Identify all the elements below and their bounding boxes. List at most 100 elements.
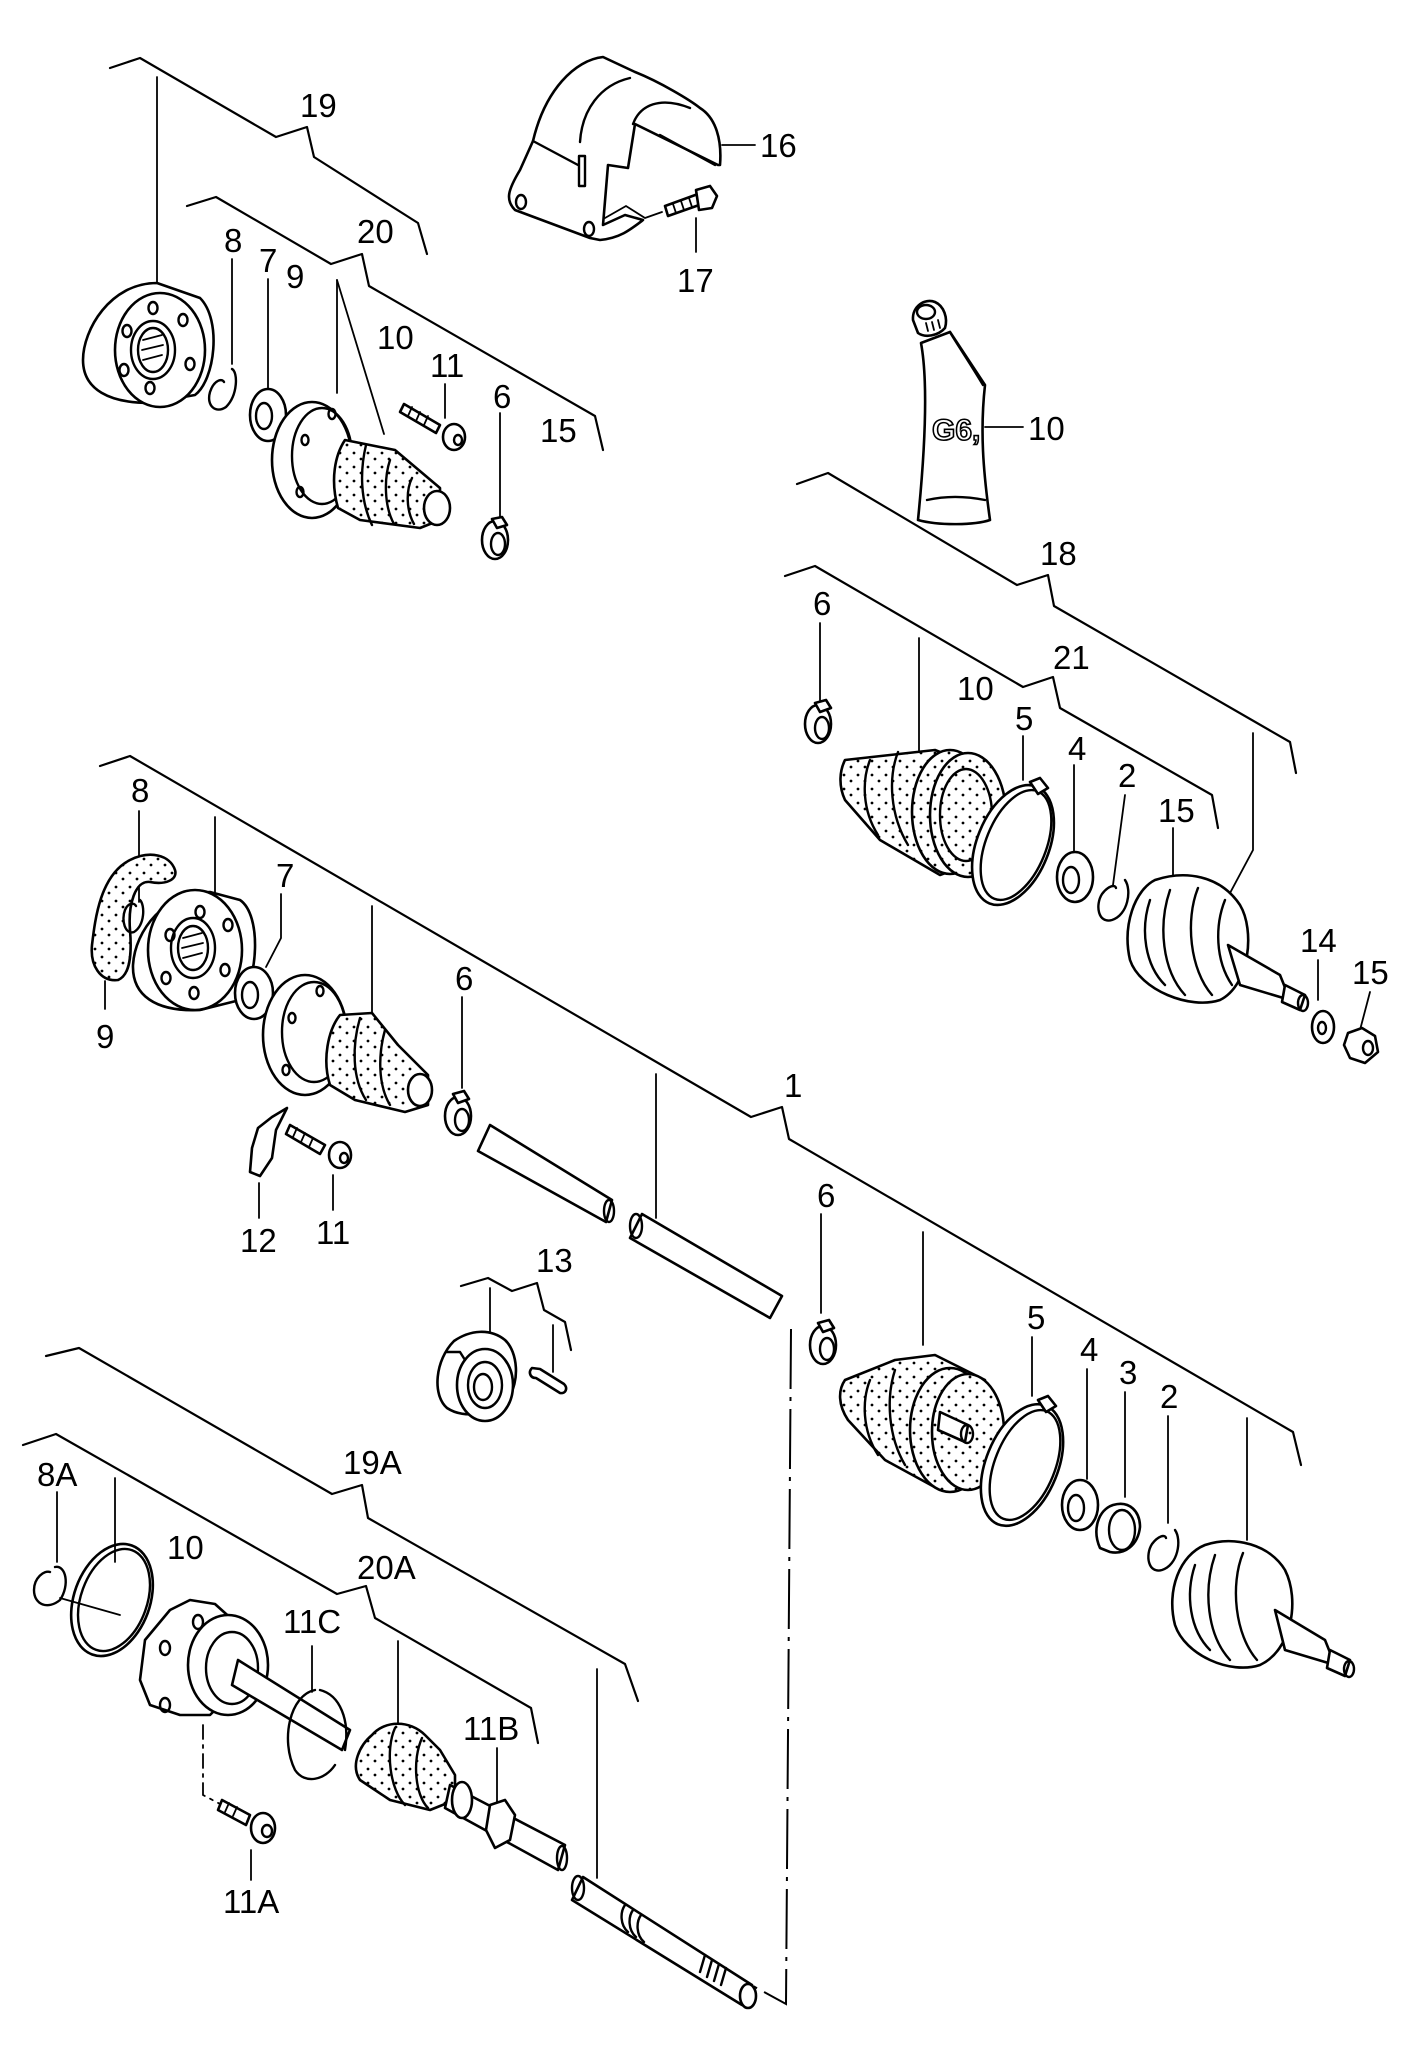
callout-10-tube: 10: [1028, 410, 1065, 447]
lock-plate-icon: [248, 1106, 289, 1178]
o-ring-icon: [59, 1542, 155, 1658]
clamp-ring-icon: [970, 776, 1056, 907]
callout-6-lower: 6: [817, 1177, 835, 1214]
circlip-icon: [207, 367, 238, 411]
bracket-13: [459, 1276, 573, 1352]
washer-icon: [248, 387, 288, 443]
leader-7-mid: [265, 893, 282, 968]
callout-5-lower: 5: [1027, 1299, 1045, 1336]
cv-joint-coupling-icon: [81, 281, 215, 409]
thrust-cup-icon: [1095, 1502, 1142, 1554]
callout-6-right: 6: [813, 585, 831, 622]
bolt-icon: [398, 402, 467, 452]
callout-20A: 20A: [357, 1549, 416, 1586]
hose-clamp-icon: [443, 1089, 473, 1137]
leader-15-nut: [1359, 991, 1371, 1031]
bracket-19: [108, 56, 429, 256]
hose-clamp-icon: [803, 698, 833, 745]
leader-11A-dash: [202, 1724, 223, 1806]
hose-clamp-icon: [480, 515, 510, 561]
group-19-20-inner-joint-kit: 19 20 8 7 9 10 11 6 15: [81, 56, 605, 561]
callout-19A: 19A: [343, 1444, 402, 1481]
grease-tube-icon: [916, 330, 992, 526]
callout-3-lower: 3: [1119, 1354, 1137, 1391]
shaft-section-icon: [476, 1123, 614, 1224]
callout-8-mid: 8: [131, 772, 149, 809]
group-heat-shield: 16 17: [507, 55, 797, 299]
hose-clamp-icon: [808, 1318, 838, 1366]
boot-icon: [354, 1722, 457, 1812]
callout-19: 19: [300, 87, 337, 124]
bracket-20A: [21, 1432, 540, 1745]
group-18-21-outer-joint-kit: 18 21 6 10 5 4 2 15 14 15: [783, 471, 1389, 1065]
centerline: [752, 1328, 792, 2006]
flange-boot-icon: [270, 400, 452, 530]
bolt-icon: [663, 184, 719, 218]
bracket-21: [783, 564, 1220, 830]
hole-icon: [582, 220, 596, 238]
callout-8A: 8A: [37, 1456, 77, 1493]
washer-icon: [233, 965, 275, 1021]
circlip-icon: [1097, 878, 1130, 922]
callout-15: 15: [540, 412, 577, 449]
callout-11A: 11A: [223, 1883, 279, 1920]
circlip-icon: [122, 898, 145, 934]
callout-2-right: 2: [1118, 757, 1136, 794]
grease-tube-label: G6,: [932, 414, 980, 447]
flange-boot-icon: [261, 973, 434, 1114]
group-grease-tube: G6, 10: [911, 299, 1065, 526]
callout-10-bottom: 10: [167, 1529, 204, 1566]
cv-joint-coupling-icon: [131, 888, 257, 1012]
callout-1: 1: [784, 1067, 802, 1104]
bolt-icon: [216, 1798, 277, 1845]
callout-11C: 11C: [283, 1603, 341, 1640]
callout-5-right: 5: [1015, 700, 1033, 737]
callout-20: 20: [357, 213, 394, 250]
washer-icon: [1055, 850, 1095, 904]
callout-15-nut: 15: [1352, 954, 1389, 991]
shaft-with-clamps-icon: [443, 1780, 569, 1872]
stub-shaft-icon: [570, 1874, 758, 2010]
outer-cv-joint-icon: [1171, 1539, 1356, 1679]
bracket-19A: [44, 1346, 640, 1703]
clamp-ring-icon: [979, 1394, 1065, 1528]
pin-icon: [528, 1366, 568, 1395]
bracket-18: [795, 471, 1298, 775]
callout-6-mid: 6: [455, 960, 473, 997]
callout-10: 10: [377, 319, 414, 356]
callout-4-lower: 4: [1080, 1331, 1098, 1368]
callout-7-mid: 7: [276, 857, 294, 894]
callout-12: 12: [240, 1222, 277, 1259]
callout-17: 17: [677, 262, 714, 299]
bracket-20: [185, 195, 605, 452]
vibration-damper-icon: [436, 1330, 518, 1423]
boot-icon: [838, 1353, 1006, 1494]
outer-cv-joint-icon: [1126, 874, 1310, 1013]
callout-4-right: 4: [1068, 730, 1086, 767]
callout-14: 14: [1300, 922, 1337, 959]
callout-18: 18: [1040, 535, 1077, 572]
group-19A-20A: 19A 20A 8A 10 11C 11B 11A: [21, 1346, 758, 2010]
washer-icon: [1060, 1478, 1100, 1532]
callout-15-right: 15: [1158, 792, 1195, 829]
callout-13: 13: [536, 1242, 573, 1279]
callout-9-mid: 9: [96, 1018, 114, 1055]
nut-icon: [1342, 1026, 1380, 1065]
callout-10-right: 10: [957, 670, 994, 707]
shaft-section-icon: [628, 1212, 784, 1320]
callout-21: 21: [1053, 639, 1090, 676]
callout-2-lower: 2: [1160, 1378, 1178, 1415]
leader-17-dash: [604, 204, 663, 219]
callout-16: 16: [760, 127, 797, 164]
gasket-icon: [90, 853, 177, 982]
leader-2-right: [1112, 794, 1126, 886]
leader-20-boot: [336, 279, 385, 435]
hole-icon: [514, 193, 528, 211]
inner-cv-joint-icon: [138, 1598, 352, 1752]
leader-18-joint: [1221, 732, 1254, 909]
bolt-icon: [284, 1123, 353, 1170]
callout-7: 7: [259, 242, 277, 279]
circlip-icon: [32, 1565, 67, 1607]
callout-11-mid: 11: [316, 1214, 350, 1251]
